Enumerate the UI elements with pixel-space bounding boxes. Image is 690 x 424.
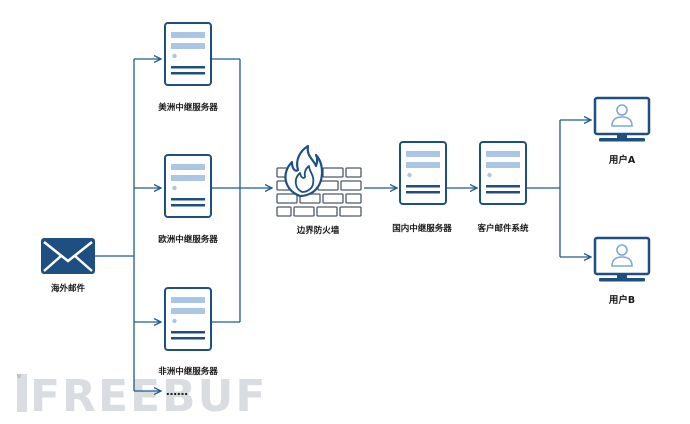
domestic-relay-node: 国内中继服务器	[392, 141, 452, 234]
client-mail-node: 客户邮件系统	[476, 141, 529, 234]
overseas-mail-label: 海外邮件	[51, 283, 86, 294]
user-a-node: 用户A	[593, 96, 651, 166]
firewall-node: 边界防火墙	[276, 144, 362, 236]
client-mail-label: 客户邮件系统	[476, 223, 529, 234]
user-a-label: 用户A	[608, 154, 636, 166]
firewall-label: 边界防火墙	[296, 225, 340, 236]
monitor-icon	[593, 236, 651, 283]
relay-europe-label: 欧洲中继服务器	[158, 234, 218, 245]
overseas-mail-node: 海外邮件	[41, 238, 95, 294]
monitor-icon	[593, 96, 651, 143]
domestic-relay-label: 国内中继服务器	[392, 223, 452, 234]
server-icon	[164, 22, 212, 86]
relay-africa-node: 非洲中继服务器	[158, 287, 218, 377]
more-relays-ellipsis: ……	[166, 385, 188, 398]
server-icon	[164, 287, 212, 351]
envelope-icon	[41, 238, 95, 274]
relay-america-node: 美洲中继服务器	[158, 22, 218, 113]
server-icon	[479, 141, 527, 205]
server-icon	[164, 154, 212, 218]
flame-icon	[284, 144, 324, 198]
user-b-node: 用户B	[593, 236, 651, 306]
server-icon	[399, 141, 447, 205]
relay-africa-label: 非洲中继服务器	[158, 366, 218, 377]
user-b-label: 用户B	[608, 294, 635, 306]
relay-europe-node: 欧洲中继服务器	[158, 154, 218, 245]
connection-lines	[95, 59, 591, 391]
relay-america-label: 美洲中继服务器	[158, 102, 218, 113]
watermark-text: FREEBUF	[30, 371, 267, 422]
watermark: FREEBUF	[17, 371, 267, 422]
